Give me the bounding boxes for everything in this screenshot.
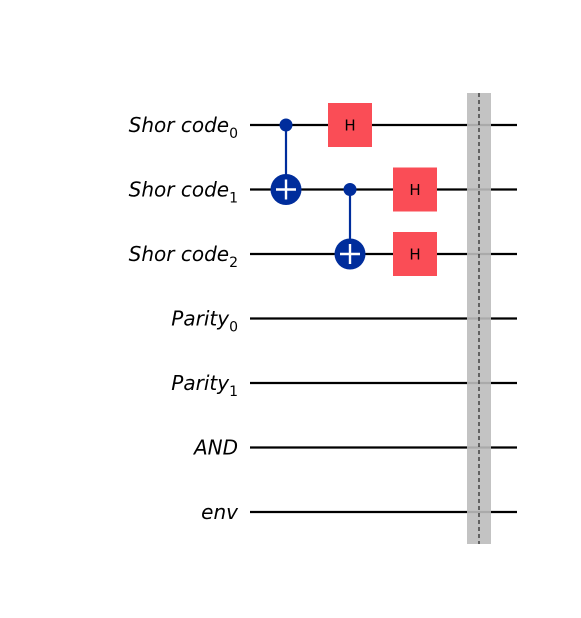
qubit-label: AND — [192, 436, 238, 460]
h-gate — [393, 232, 437, 276]
h-gate — [393, 167, 437, 212]
qubit-label-name: Shor code — [129, 113, 229, 137]
cx-control-dot — [279, 118, 293, 132]
qubit-label-index: 0 — [229, 126, 238, 142]
qubit-label-name: AND — [192, 436, 238, 460]
barrier — [467, 93, 491, 544]
qubit-label-name: Parity — [171, 371, 230, 395]
qubit-label: Shor code2 — [129, 242, 238, 271]
qubit-label: Shor code0 — [129, 113, 238, 142]
qubit-label: env — [201, 500, 239, 524]
h-gate-label: H — [409, 181, 420, 199]
qubit-label-index: 1 — [229, 384, 238, 400]
h-gate — [328, 103, 372, 147]
cx-control-dot — [343, 183, 357, 196]
qubit-label-index: 0 — [229, 320, 238, 336]
qubit-label: Parity0 — [171, 307, 238, 336]
gates: H H H — [270, 103, 437, 276]
h-gate-label: H — [409, 246, 420, 264]
qubit-label-name: env — [201, 500, 239, 524]
qubit-label-name: Parity — [171, 307, 230, 331]
qubit-label-index: 2 — [229, 255, 238, 271]
qubit-label-name: Shor code — [129, 178, 229, 202]
qubit-label-index: 1 — [229, 191, 238, 207]
qubit-label-name: Shor code — [129, 242, 229, 266]
h-gate-label: H — [344, 117, 355, 135]
qubit-label: Shor code1 — [129, 178, 238, 207]
qubit-label: Parity1 — [171, 371, 238, 400]
